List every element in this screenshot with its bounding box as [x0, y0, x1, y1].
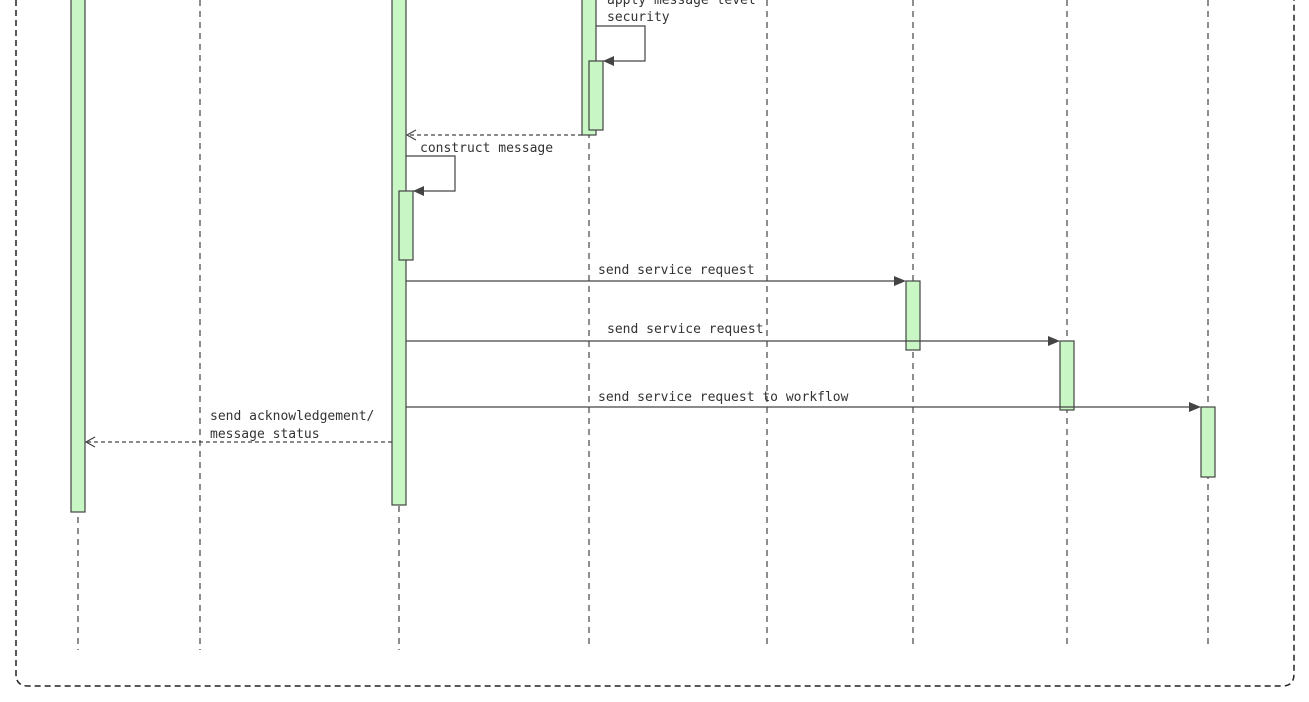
message-label-ack-1: send acknowledgement/ — [210, 409, 374, 424]
activation-lifeline-1 — [70, 0, 86, 513]
activation-lifeline-4-self — [588, 60, 604, 131]
message-ack-return: send acknowledgement/ message status — [84, 409, 392, 448]
activation-lifeline-3-self — [398, 190, 414, 261]
message-label-ack-2: message status — [210, 427, 320, 442]
message-label-send-request-workflow: send service request to workflow — [598, 390, 849, 405]
diagram-frame — [15, 0, 1295, 687]
message-label-apply-security-2: security — [607, 10, 670, 25]
lifelines — [77, 0, 1209, 650]
message-send-request-a: send service request — [406, 263, 906, 286]
activation-lifeline-7 — [1059, 340, 1075, 411]
message-return-secured — [405, 129, 582, 141]
message-apply-security: apply message level security — [596, 0, 756, 66]
message-label-construct: construct message — [420, 141, 553, 156]
activations — [70, 0, 1216, 513]
activation-lifeline-6 — [905, 280, 921, 351]
message-send-request-b: send service request — [406, 322, 1060, 346]
activation-lifeline-8 — [1200, 406, 1216, 478]
message-label-apply-security-1: apply message level — [607, 0, 756, 8]
message-label-send-request-a: send service request — [598, 263, 755, 278]
message-construct: construct message — [406, 141, 553, 196]
message-send-request-workflow: send service request to workflow — [406, 390, 1201, 412]
message-label-send-request-b: send service request — [607, 322, 764, 337]
